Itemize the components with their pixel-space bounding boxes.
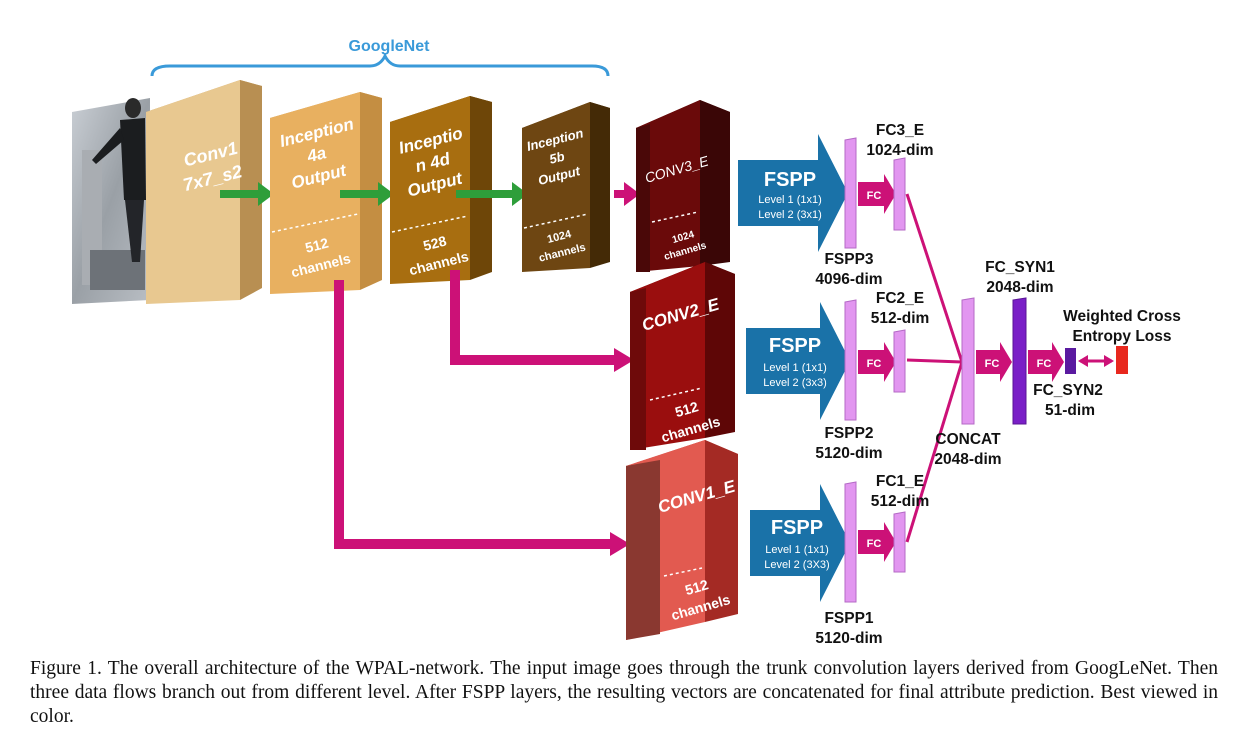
loss-double-arrow (1078, 355, 1114, 367)
fc2e-name: FC2_E (876, 290, 924, 307)
fspp2-bar (844, 299, 857, 421)
inc4d-ch1: 528 (422, 233, 449, 254)
fspp1-name: FSPP1 (824, 610, 873, 627)
fc-label-syn2: FC (1037, 358, 1052, 370)
arrow-4a-4d (340, 182, 394, 206)
inc4a-ch1: 512 (304, 235, 331, 256)
fspp1-arrow: FSPP Level 1 (1x1) Level 2 (3X3) (750, 484, 850, 602)
fc-arrow-3: FC (858, 174, 896, 214)
inc5b-line2: 5b (548, 149, 566, 167)
fc2e-dim: 512-dim (871, 310, 930, 327)
figure-caption: Figure 1. The overall architecture of th… (30, 658, 1218, 727)
conv1e-ch1: 512 (683, 576, 710, 598)
fc1e-bar (893, 511, 906, 573)
branch-4d-conv2e (450, 270, 615, 365)
fspp3-bar (844, 137, 857, 249)
fc-label-1: FC (867, 538, 882, 550)
architecture-diagram: GoogleNet Conv1 7x7_s2 Inception 4a Outp… (72, 38, 1181, 647)
fcsyn2-dim: 51-dim (1045, 402, 1095, 419)
googlenet-label: GoogleNet (349, 38, 431, 55)
arrow-head-conv2e (614, 348, 634, 372)
inc5b-ch1: 1024 (546, 228, 574, 246)
fc1e-dim: 512-dim (871, 493, 930, 510)
fspp2-title: FSPP (769, 335, 821, 357)
arrow-4d-5b (456, 182, 528, 206)
conv1-block: Conv1 7x7_s2 (146, 80, 262, 304)
googlenet-brace (150, 52, 610, 77)
fc2e-bar (893, 329, 906, 393)
fspp2-dim: 5120-dim (815, 445, 882, 462)
branch-4a-conv1e (334, 280, 612, 549)
fspp2-name: FSPP2 (824, 425, 873, 442)
fc-label-2: FC (867, 358, 882, 370)
arrow-conv1-4a (220, 182, 274, 206)
input-image (72, 98, 150, 304)
fc3e-bar (893, 157, 906, 231)
fc3e-name: FC3_E (876, 122, 924, 139)
fspp3-title: FSPP (764, 169, 816, 191)
link-fc2e-concat (906, 358, 963, 364)
inception-4a-block: Inception 4a Output 512 channels (270, 92, 382, 294)
fspp2-level1: Level 1 (1x1) (763, 362, 827, 374)
concat-dim: 2048-dim (934, 451, 1001, 468)
fc-arrow-syn2: FC (1028, 342, 1064, 382)
inception-4d-block: Inceptio n 4d Output 528 channels (390, 96, 492, 284)
fspp1-title: FSPP (771, 517, 823, 539)
link-fc3e-concat (905, 193, 964, 363)
fc1e-name: FC1_E (876, 473, 924, 490)
fspp2-arrow: FSPP Level 1 (1x1) Level 2 (3x3) (746, 302, 850, 420)
fc-arrow-syn1: FC (976, 342, 1012, 382)
fspp3-name: FSPP3 (824, 251, 873, 268)
fspp3-dim: 4096-dim (815, 271, 882, 288)
fcsyn2-name: FC_SYN2 (1033, 382, 1103, 399)
fc3e-dim: 1024-dim (866, 142, 933, 159)
fc-arrow-2: FC (858, 342, 896, 382)
fcsyn1-name: FC_SYN1 (985, 259, 1055, 276)
fcsyn1-bar (1012, 297, 1027, 425)
inc4a-line2: 4a (304, 143, 328, 166)
fspp3-level2: Level 2 (3x1) (758, 209, 822, 221)
concat-name: CONCAT (935, 431, 1001, 448)
arrow-5b-conv3e (614, 182, 640, 206)
loss-block (1116, 346, 1128, 374)
fc-arrow-1: FC (858, 522, 896, 562)
fspp1-bar (844, 481, 857, 603)
link-fc1e-concat (905, 361, 964, 543)
loss-line1: Weighted Cross (1063, 308, 1181, 325)
fcsyn2-block (1065, 348, 1076, 374)
fspp2-level2: Level 2 (3x3) (763, 377, 827, 389)
conv1e-block: CONV1_E 512 channels (626, 440, 738, 640)
fc-label-3: FC (867, 190, 882, 202)
conv2e-block: CONV2_E 512 channels (630, 262, 735, 450)
fspp1-dim: 5120-dim (815, 630, 882, 647)
fspp1-level1: Level 1 (1x1) (765, 544, 829, 556)
fc-label-syn1: FC (985, 358, 1000, 370)
conv2e-ch1: 512 (673, 398, 700, 420)
fspp1-level2: Level 2 (3X3) (764, 559, 829, 571)
loss-line2: Entropy Loss (1072, 328, 1171, 345)
inception-5b-block: Inception 5b Output 1024 channels (522, 102, 610, 272)
arrow-head-conv1e (610, 532, 630, 556)
fspp3-level1: Level 1 (1x1) (758, 194, 822, 206)
conv3e-block: CONV3_E 1024 channels (636, 100, 730, 272)
fspp3-arrow: FSPP Level 1 (1x1) Level 2 (3x1) (738, 134, 848, 252)
concat-bar (961, 297, 975, 425)
fcsyn1-dim: 2048-dim (986, 279, 1053, 296)
